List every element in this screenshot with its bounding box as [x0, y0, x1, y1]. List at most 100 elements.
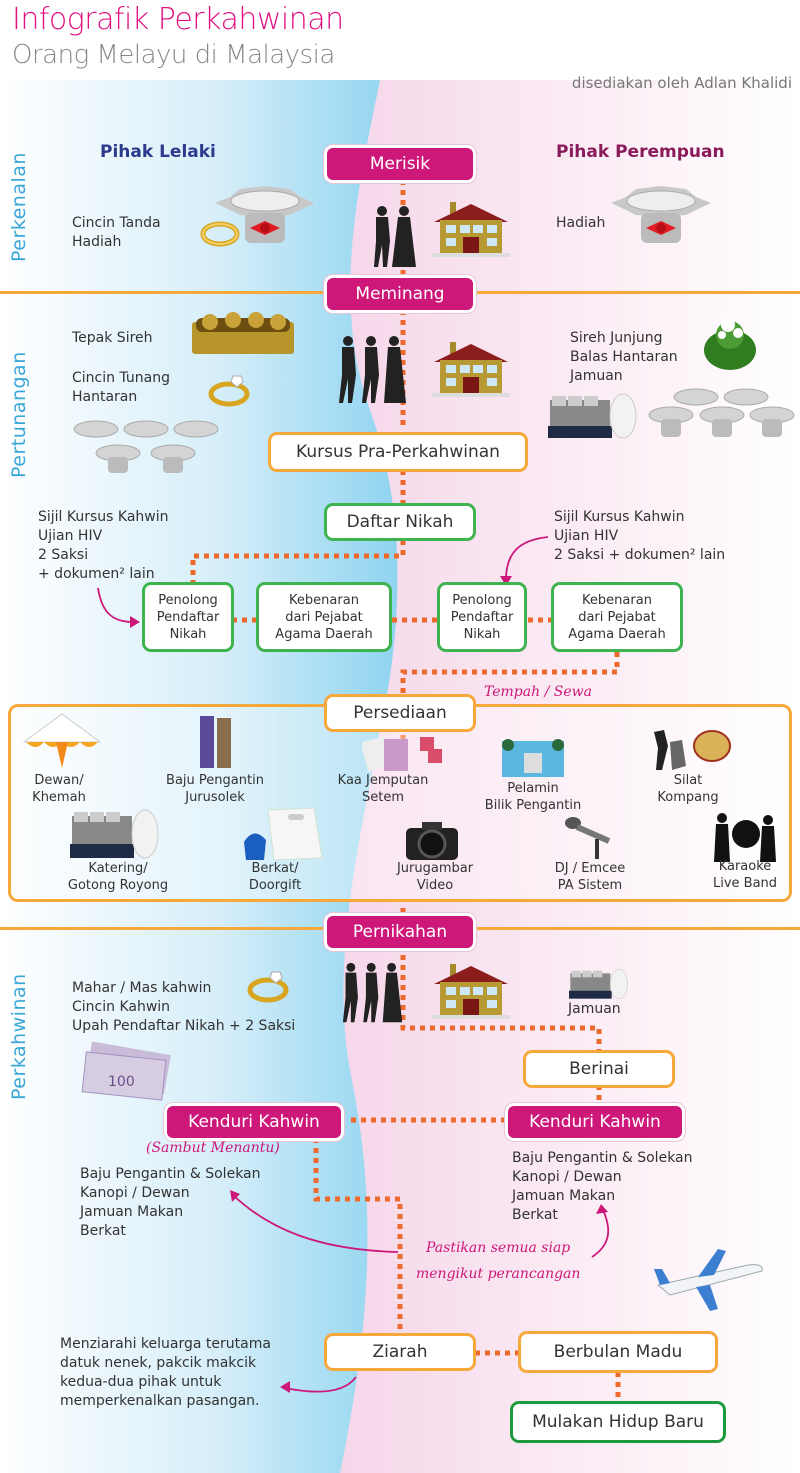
step-kenduri-kahwin-female[interactable]: Kenduri Kahwin [505, 1103, 685, 1141]
requirement-text: Ujian HIV [38, 528, 103, 544]
box-line: Penolong [452, 592, 512, 608]
phase-divider [470, 291, 800, 294]
house-icon [432, 342, 510, 397]
tempah-sewa-note: Tempah / Sewa [484, 684, 592, 700]
note-line: Menziarahi keluarga terutama [60, 1336, 271, 1352]
item-line: Baju Pengantin [166, 773, 264, 788]
wedding-attire-icon [200, 716, 231, 768]
item-text: Berkat [80, 1223, 126, 1239]
item-text: Cincin Tunang [72, 370, 170, 386]
item-text: Upah Pendaftar Nikah + 2 Saksi [72, 1018, 296, 1034]
item-text: Balas Hantaran [570, 349, 678, 365]
gift-bag-icon [244, 807, 323, 861]
step-label: Kenduri Kahwin [529, 1112, 661, 1132]
phase-label-perkenalan: Perkenalan [8, 152, 30, 262]
requirement-text: Sijil Kursus Kahwin [38, 509, 169, 525]
note-line: datuk nenek, pakcik makcik [60, 1355, 257, 1371]
requirement-text: Sijil Kursus Kahwin [554, 509, 685, 525]
item-text: Mahar / Mas kahwin [72, 980, 212, 996]
persediaan-item-karaoke: Karaoke Live Band [700, 858, 790, 892]
persediaan-item-pelamin: Pelamin Bilik Pengantin [478, 780, 588, 814]
step-label: Mulakan Hidup Baru [532, 1412, 704, 1432]
note-line: kedua-dua pihak untuk [60, 1374, 222, 1390]
persediaan-item-kad-jemputan: Kaa Jemputan Setem [328, 772, 438, 806]
item-text: Sireh Junjung [570, 330, 663, 346]
walking-group-icon [339, 336, 406, 403]
walking-group-icon [342, 962, 403, 1023]
item-text: Tepak Sireh [72, 330, 153, 346]
female-side-heading: Pihak Perempuan [556, 142, 725, 162]
item-text: Berkat [512, 1207, 558, 1223]
catering-icon [548, 393, 637, 439]
item-line: Jurugambar [396, 861, 474, 876]
phase-label-pertunangan: Pertunangan [8, 351, 30, 478]
step-merisik[interactable]: Merisik [324, 145, 476, 183]
step-pernikahan[interactable]: Pernikahan [324, 913, 476, 951]
male-penolong-pendaftar-box[interactable]: Penolong Pendaftar Nikah [142, 582, 234, 652]
item-text: Hadiah [72, 234, 122, 250]
invitation-card-icon [362, 736, 442, 772]
phase-divider [470, 927, 800, 930]
step-mulakan-hidup-baru[interactable]: Mulakan Hidup Baru [510, 1401, 726, 1443]
gift-tray-icon [611, 186, 711, 243]
phase-divider [0, 291, 330, 294]
item-text: Hadiah [556, 215, 606, 231]
step-kursus-pra-perkahwinan[interactable]: Kursus Pra-Perkahwinan [268, 432, 528, 472]
persediaan-item-jurugambar: Jurugambar Video [385, 860, 485, 894]
persediaan-item-dewan: Dewan/ Khemah [14, 772, 104, 806]
requirement-text: 2 Saksi [38, 547, 89, 563]
step-ziarah[interactable]: Ziarah [324, 1333, 476, 1371]
step-berinai[interactable]: Berinai [523, 1050, 675, 1088]
walking-couple-icon [374, 206, 416, 267]
box-line: Pendaftar [156, 609, 220, 625]
flower-arrangement-icon [704, 318, 756, 370]
step-kenduri-kahwin-male[interactable]: Kenduri Kahwin [164, 1103, 344, 1141]
catering-icon [70, 809, 159, 859]
female-kebenaran-box[interactable]: Kebenaran dari Pejabat Agama Daerah [551, 582, 683, 652]
male-kebenaran-box[interactable]: Kebenaran dari Pejabat Agama Daerah [256, 582, 392, 652]
airplane-icon [654, 1249, 763, 1311]
hantaran-trays-icon [648, 388, 795, 437]
requirement-text: Ujian HIV [554, 528, 619, 544]
diamond-ring-icon [247, 971, 289, 1003]
step-meminang[interactable]: Meminang [324, 275, 476, 313]
female-penolong-pendaftar-box[interactable]: Penolong Pendaftar Nikah [437, 582, 527, 652]
requirement-text: + dokumen² lain [38, 566, 155, 582]
sambut-menantu-note: (Sambut Menantu) [146, 1140, 280, 1156]
gift-tray-icon [215, 186, 315, 243]
step-label: Pernikahan [352, 922, 448, 942]
box-line: Nikah [169, 626, 207, 642]
persediaan-item-silat: Silat Kompang [648, 772, 728, 806]
male-perkenalan-items: Cincin Tanda Hadiah [72, 214, 161, 252]
phase-divider [0, 927, 330, 930]
female-jamuan-text: Jamuan [568, 1001, 621, 1017]
step-berbulan-madu[interactable]: Berbulan Madu [518, 1331, 718, 1373]
box-line: Kebenaran [289, 592, 359, 608]
item-line: Kompang [657, 790, 719, 805]
box-line: Nikah [463, 626, 501, 642]
male-cincin-tunang-text: Cincin Tunang Hantaran [72, 369, 170, 407]
money-notes-icon: 100 [81, 1041, 171, 1101]
item-text: Baju Pengantin & Solekan [80, 1166, 261, 1182]
item-text: Baju Pengantin & Solekan [512, 1150, 693, 1166]
item-line: DJ / Emcee [554, 861, 626, 876]
female-perkenalan-items: Hadiah [556, 214, 605, 233]
band-icon [714, 813, 776, 862]
microphone-icon [565, 817, 611, 859]
step-persediaan[interactable]: Persediaan [324, 694, 476, 732]
phase-label-perkahwinan: Perkahwinan [8, 973, 30, 1100]
step-daftar-nikah[interactable]: Daftar Nikah [324, 503, 476, 541]
ring-icon [200, 221, 240, 247]
hantaran-trays-icon [73, 420, 219, 473]
male-requirements: Sijil Kursus Kahwin Ujian HIV 2 Saksi + … [38, 508, 169, 584]
step-label: Merisik [369, 154, 431, 174]
step-label: Kenduri Kahwin [188, 1112, 320, 1132]
tepak-sireh-icon [192, 312, 294, 354]
persediaan-item-dj: DJ / Emcee PA Sistem [540, 860, 640, 894]
box-line: Agama Daerah [275, 626, 373, 642]
persediaan-item-baju-pengantin: Baju Pengantin Jurusolek [155, 772, 275, 806]
step-label: Kursus Pra-Perkahwinan [296, 442, 500, 462]
dais-icon [502, 739, 564, 777]
item-line: Video [416, 878, 454, 893]
box-line: Penolong [158, 592, 218, 608]
